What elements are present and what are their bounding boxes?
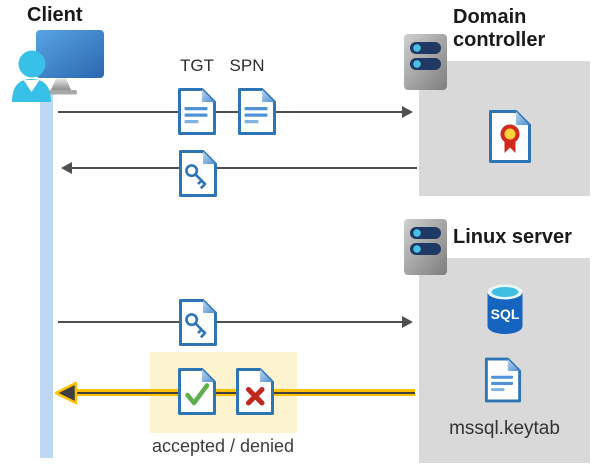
- client-label: Client: [27, 4, 83, 26]
- client-timeline-bar: [40, 93, 53, 458]
- tgt-document-icon: [178, 88, 216, 135]
- linux-server-icon: [404, 219, 447, 275]
- dc-server-icon: [404, 34, 447, 90]
- spn-label: SPN: [229, 56, 265, 75]
- key-document-icon: [179, 150, 217, 197]
- key-document-icon: [179, 299, 217, 346]
- check-document-icon: [178, 368, 216, 415]
- certificate-document-icon: [489, 110, 531, 163]
- spn-document-icon: [238, 88, 276, 135]
- domain-controller-label: Domain controller: [453, 6, 546, 51]
- person-head: [18, 50, 46, 78]
- result-label: accepted / denied: [151, 436, 295, 456]
- sql-label: SQL: [491, 306, 520, 322]
- keytab-document-icon: [484, 357, 522, 403]
- person-collar: [23, 80, 40, 92]
- keytab-label: mssql.keytab: [449, 418, 560, 439]
- yellow-arrowhead-icon: [54, 381, 78, 405]
- sql-database-icon: SQL: [487, 284, 523, 334]
- x-document-icon: [236, 368, 274, 415]
- tgt-label: TGT: [180, 56, 214, 75]
- linux-server-label: Linux server: [453, 226, 572, 248]
- monitor-stand: [51, 78, 71, 90]
- client-workstation-icon: [12, 30, 104, 102]
